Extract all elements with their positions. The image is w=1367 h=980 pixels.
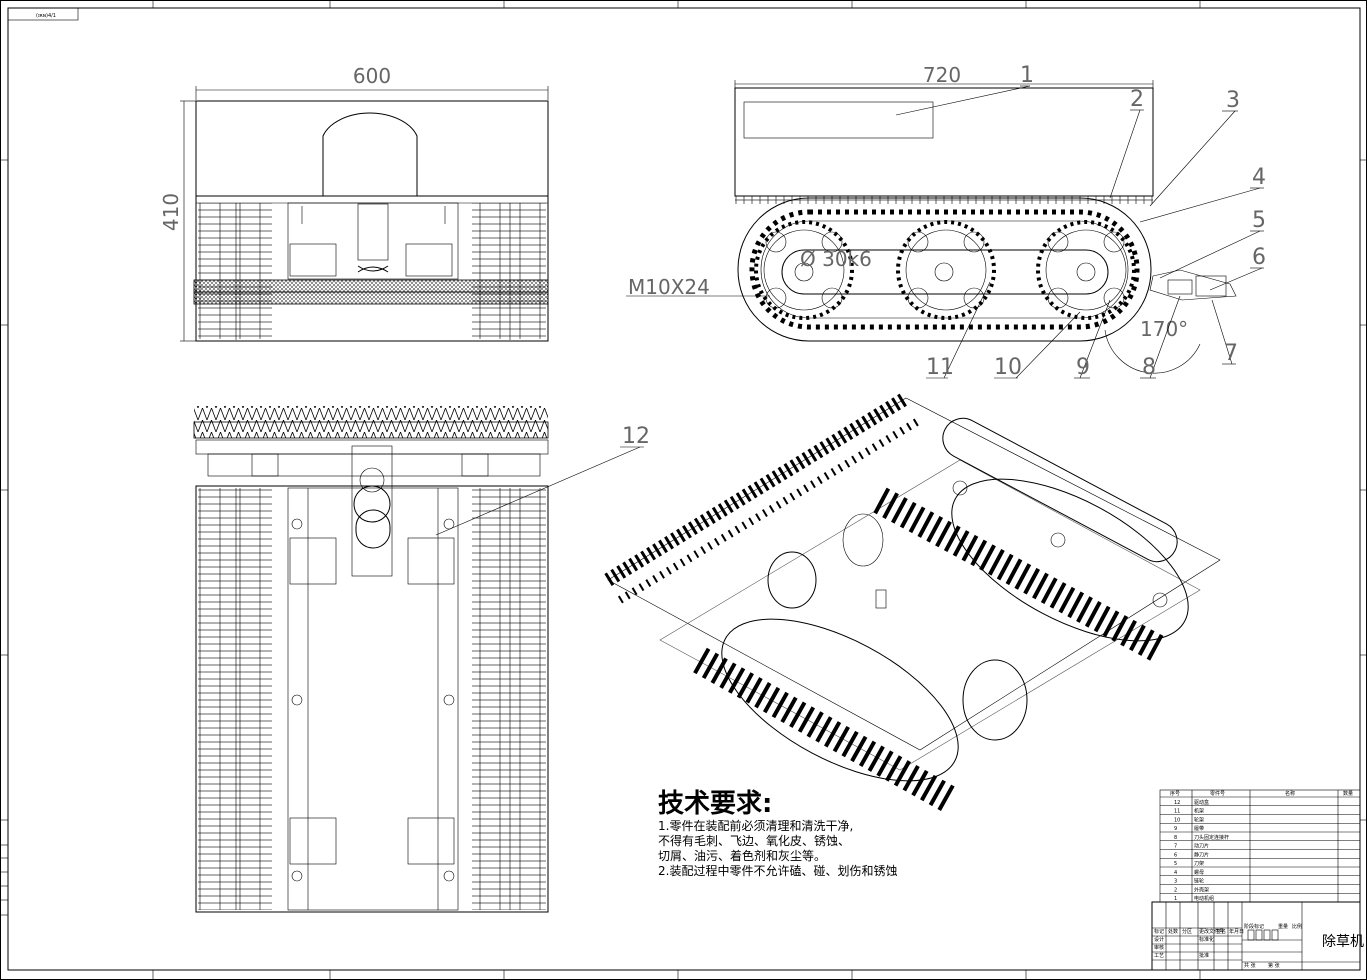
drawing-code-box: (ɪʀɴ)4/1	[7, 7, 79, 21]
parts-row-no: 9	[1174, 826, 1177, 832]
callout-9: 9	[1076, 355, 1090, 380]
machine-name: 除草机	[1322, 934, 1364, 950]
tb-label-13: 比例	[1292, 923, 1302, 930]
parts-row-no: 8	[1174, 835, 1177, 841]
isometric-view	[604, 392, 1221, 813]
dim-720: 720	[923, 63, 961, 87]
tb-label-1: 处数	[1168, 928, 1178, 935]
dim-shaft: Ø 30k6	[800, 247, 872, 271]
side-dimensions: 720 Ø 30k6 M10X24 170°	[626, 63, 1188, 341]
parts-row-name: 刀头固定连接杆	[1194, 834, 1229, 841]
parts-row-no: 4	[1174, 870, 1177, 876]
callout-1: 1	[1020, 63, 1034, 88]
tech-line-4: 2.装配过程中零件不允许磕、碰、划伤和锈蚀	[658, 863, 897, 878]
drawing-code: (ɪʀɴ)4/1	[36, 13, 56, 19]
parts-header-name: 名称	[1285, 790, 1295, 797]
front-dimensions: 600 410	[159, 64, 549, 342]
parts-row-no: 7	[1174, 844, 1177, 850]
parts-row-name: 刀架	[1194, 861, 1204, 867]
parts-row-name: 轮架	[1194, 816, 1204, 823]
parts-row-name: 链轮	[1194, 878, 1204, 885]
dim-angle: 170°	[1140, 317, 1188, 341]
callout-6: 6	[1252, 245, 1266, 270]
tb-label-7: 标准化	[1199, 936, 1214, 943]
parts-row-name: 履带	[1194, 826, 1204, 832]
callout-7: 7	[1224, 341, 1238, 366]
tb-label-2: 分区	[1182, 928, 1192, 935]
tb-label-0: 标记	[1154, 928, 1164, 935]
tb-label-11: 阶段标记	[1244, 923, 1264, 930]
tb-label-15: 第 张	[1268, 962, 1280, 969]
callout-12: 12	[622, 424, 650, 449]
parts-row-no: 12	[1174, 800, 1180, 806]
parts-row-name: 外壳架	[1194, 886, 1209, 893]
parts-row-name: 机架	[1194, 808, 1204, 815]
tb-label-3: 更改文件号	[1199, 928, 1224, 935]
callout-3: 3	[1226, 88, 1240, 113]
tech-line-3: 切屑、油污、着色剂和灰尘等。	[658, 848, 826, 863]
tb-label-14: 共 张	[1244, 962, 1256, 969]
parts-row-no: 2	[1174, 887, 1177, 893]
tech-line-2: 不得有毛刺、飞边、氧化皮、锈蚀、	[658, 833, 850, 848]
callout-8: 8	[1142, 355, 1156, 380]
tb-label-4: 签名	[1216, 928, 1226, 935]
parts-row-no: 3	[1174, 879, 1177, 885]
callout-10: 10	[994, 355, 1022, 380]
tb-label-8: 审核	[1154, 944, 1164, 951]
tb-label-10: 批准	[1199, 952, 1209, 959]
parts-header-qty: 数量	[1343, 790, 1353, 797]
parts-row-name: 静刀片	[1194, 851, 1209, 858]
plan-view: 12	[193, 406, 650, 913]
parts-row-name: 驱动盒	[1194, 799, 1209, 806]
dim-bolt: M10X24	[628, 275, 710, 299]
dim-410: 410	[159, 193, 183, 231]
callout-2: 2	[1130, 87, 1144, 112]
parts-row-name: 动刀片	[1194, 843, 1209, 850]
callout-5: 5	[1252, 208, 1266, 233]
parts-row-no: 5	[1174, 861, 1177, 867]
parts-row-no: 10	[1174, 817, 1180, 823]
tb-label-9: 工艺	[1154, 953, 1164, 959]
parts-row-no: 11	[1174, 809, 1180, 815]
technical-requirements: 技术要求: 1.零件在装配前必须清理和清洗干净, 不得有毛刺、飞边、氧化皮、锈蚀…	[658, 789, 897, 878]
callout-11: 11	[926, 355, 954, 380]
tech-title: 技术要求:	[658, 789, 772, 819]
parts-header-code: 零件号	[1210, 790, 1225, 797]
tb-label-6: 设计	[1154, 936, 1164, 943]
callout-leaders: 1 2 3 4 5 6 7 8 9 10 11	[895, 63, 1266, 380]
side-view	[734, 87, 1237, 374]
title-block: 除草机 标记 处数 分区 更改文件号 签名 年月日 设计 标准化 审核 工艺 批…	[1151, 901, 1364, 971]
parts-row-name: 电动机组	[1194, 895, 1214, 902]
dim-600: 600	[353, 64, 391, 88]
parts-row-name: 螺母	[1194, 869, 1204, 876]
front-view	[193, 100, 549, 342]
callout-4: 4	[1252, 165, 1266, 190]
tech-line-1: 1.零件在装配前必须清理和清洗干净,	[658, 818, 853, 833]
tb-label-12: 重量	[1278, 923, 1288, 930]
tb-label-5: 年月日	[1229, 928, 1244, 935]
parts-row-no: 1	[1174, 896, 1177, 902]
parts-row-no: 6	[1174, 852, 1177, 858]
parts-header-no: 序号	[1170, 790, 1180, 797]
